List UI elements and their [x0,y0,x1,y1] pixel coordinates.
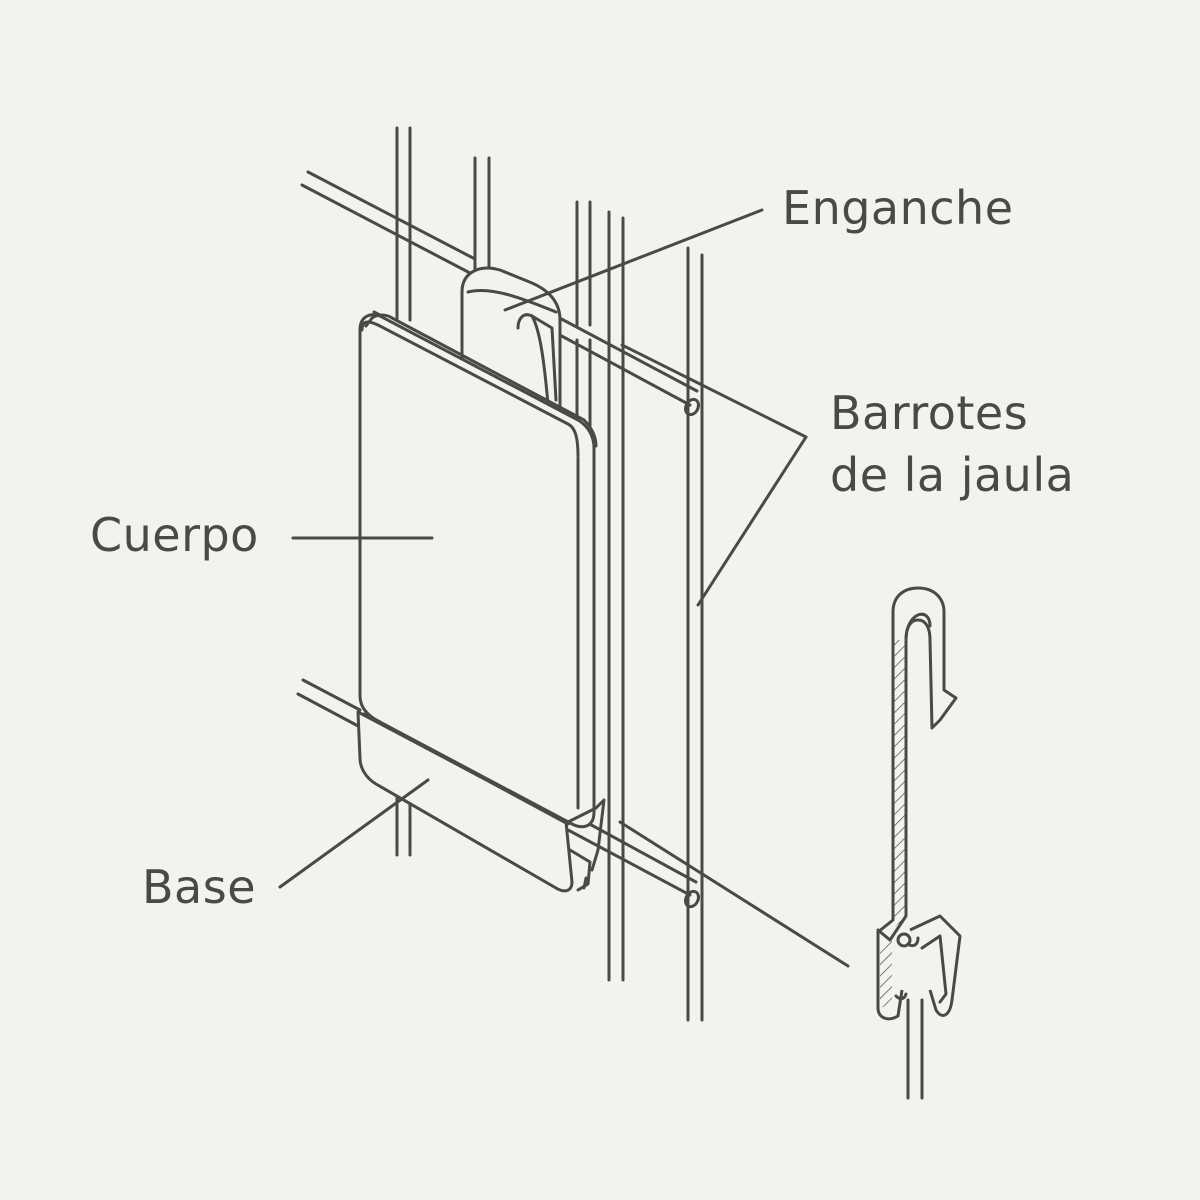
cross-section-detail [876,586,962,1100]
feeder-base [356,710,606,893]
leader-base [278,778,430,889]
leader-enganche [503,208,764,312]
label-cuerpo: Cuerpo [90,508,259,562]
cage-bar-lower [296,678,700,909]
leader-lines [278,208,850,968]
leader-barrotes-lower [696,435,808,607]
label-base: Base [142,860,257,914]
leader-cross-section [618,820,850,968]
label-enganche: Enganche [782,181,1014,235]
leader-barrotes-upper [620,343,808,439]
label-barrotes-line2: de la jaula [830,448,1075,502]
feeder-body [358,310,598,829]
label-barrotes-line1: Barrotes [830,386,1029,440]
